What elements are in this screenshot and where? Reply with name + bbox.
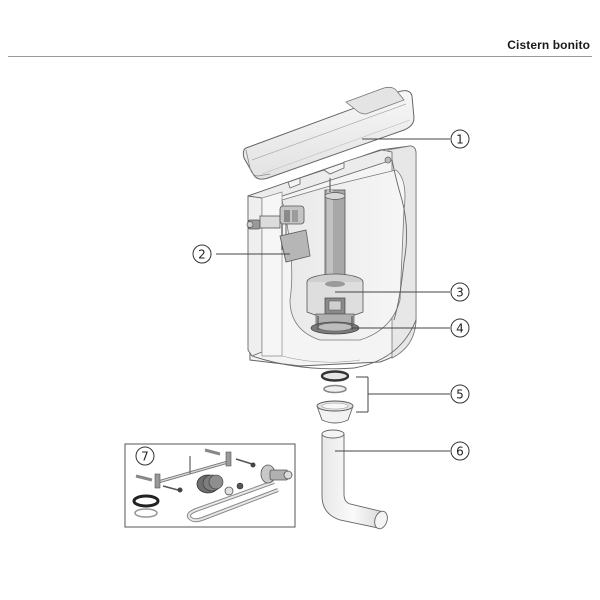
- callout-3: 3: [450, 282, 470, 302]
- svg-text:5: 5: [456, 388, 464, 402]
- callout-4: 4: [450, 318, 470, 338]
- svg-text:3: 3: [456, 286, 464, 300]
- callout-lines: [216, 138, 450, 452]
- seals-and-cone: [316, 370, 354, 424]
- callout-1: 1: [450, 129, 470, 149]
- flush-valve-base: [310, 313, 360, 335]
- callout-2: 2: [192, 244, 212, 264]
- page-title: Cistern bonito: [507, 38, 590, 52]
- svg-text:1: 1: [456, 133, 464, 147]
- callout-7: 7: [135, 446, 155, 466]
- svg-text:2: 2: [198, 248, 206, 262]
- flush-pipe-bend: [321, 429, 388, 530]
- flush-valve: [306, 178, 364, 319]
- callout-6: 6: [450, 441, 470, 461]
- fill-valve: [246, 205, 311, 263]
- callout-5: 5: [450, 384, 470, 404]
- header-divider: [8, 56, 592, 57]
- svg-text:6: 6: [456, 445, 464, 459]
- svg-text:4: 4: [456, 322, 464, 336]
- cistern-lid: [242, 86, 415, 180]
- svg-text:7: 7: [141, 450, 149, 464]
